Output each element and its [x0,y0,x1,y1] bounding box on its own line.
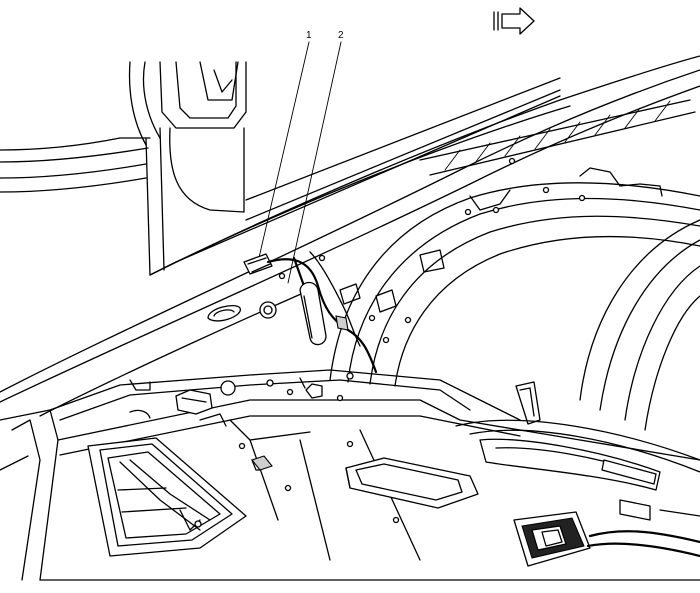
shelf-grille [419,99,696,176]
trunk-floor [0,369,700,581]
panel-holes [207,254,326,322]
upper-left-panel [0,61,247,276]
center-floor-pad [345,457,479,509]
rear-shelf-lines [0,55,700,417]
right-trim [455,381,700,521]
forward-arrow-icon [493,7,535,35]
left-floor-recess [87,437,247,557]
leader-line-1 [257,41,310,263]
floor-bracket [175,383,323,415]
floor-block [251,455,273,471]
wheelhouse-arch [329,167,700,431]
wiring-harness [266,251,378,374]
callout-label-1: 1 [306,30,312,41]
callout-label-2: 2 [338,30,344,41]
sensor-module [243,253,273,275]
leader-line-2 [287,41,342,284]
trunk-switch [513,511,700,567]
